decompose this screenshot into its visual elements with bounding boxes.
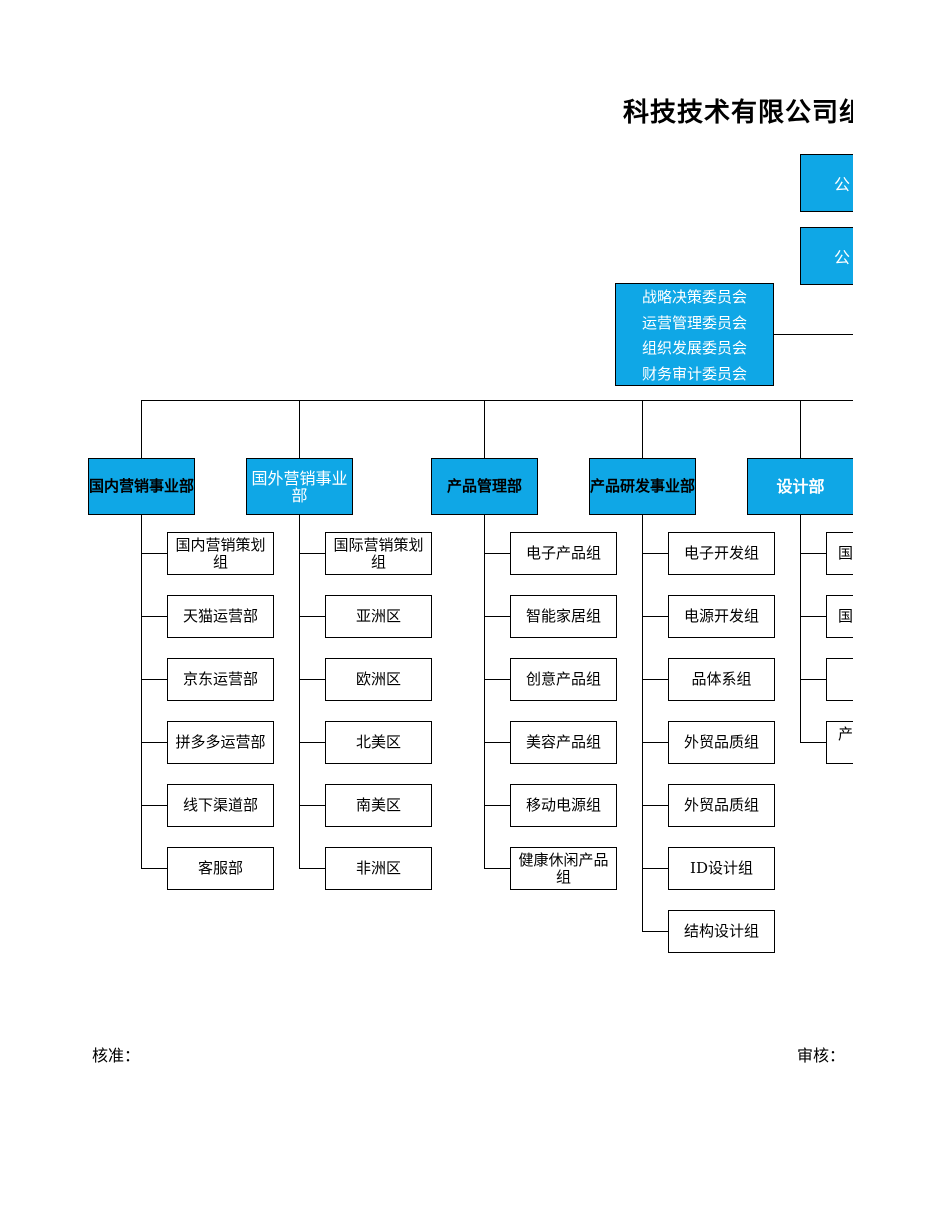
sub-unit[interactable]: 南美区 [325, 784, 432, 827]
trunk-line-dept-4 [642, 515, 643, 931]
drop-line-dept-2 [299, 400, 300, 458]
sub-unit[interactable]: 欧洲区 [325, 658, 432, 701]
branch-line [299, 553, 325, 554]
branch-line [299, 742, 325, 743]
branch-line [141, 553, 167, 554]
branch-line [141, 616, 167, 617]
branch-line [642, 679, 668, 680]
branch-line [484, 679, 510, 680]
branch-line [642, 931, 668, 932]
committee-connector [774, 334, 853, 335]
branch-line [800, 616, 826, 617]
branch-line [642, 553, 668, 554]
branch-line [141, 868, 167, 869]
sub-unit[interactable]: 电子开发组 [668, 532, 775, 575]
branch-line [484, 553, 510, 554]
sub-unit[interactable]: 非洲区 [325, 847, 432, 890]
sub-unit[interactable]: 亚洲区 [325, 595, 432, 638]
trunk-line-dept-1 [141, 515, 142, 868]
sub-unit[interactable]: 产 [826, 721, 853, 764]
branch-line [642, 616, 668, 617]
branch-line [299, 805, 325, 806]
sub-unit[interactable]: 电源开发组 [668, 595, 775, 638]
sub-unit[interactable]: 国际营销策划组 [325, 532, 432, 575]
branch-line [642, 805, 668, 806]
dept-international-marketing[interactable]: 国外营销事业部 [246, 458, 353, 515]
branch-line [141, 679, 167, 680]
sub-unit[interactable]: 京东运营部 [167, 658, 274, 701]
sub-unit[interactable]: 品体系组 [668, 658, 775, 701]
trunk-line-dept-3 [484, 515, 485, 868]
committee-box[interactable]: 战略决策委员会 运营管理委员会 组织发展委员会 财务审计委员会 [615, 283, 774, 386]
branch-line [299, 868, 325, 869]
branch-line [800, 553, 826, 554]
committee-operations: 运营管理委员会 [641, 313, 747, 332]
sub-unit[interactable] [826, 658, 853, 701]
org-chart-viewport: 科技技术有限公司组 公 公 战略决策委员会 运营管理委员会 组织发展委员会 财务… [88, 98, 853, 1065]
sub-unit[interactable]: 国内营销策划组 [167, 532, 274, 575]
department-bus-line [141, 400, 853, 401]
branch-line [484, 868, 510, 869]
sub-unit[interactable]: 国 [826, 595, 853, 638]
sub-unit[interactable]: 外贸品质组 [668, 721, 775, 764]
sub-unit[interactable]: 北美区 [325, 721, 432, 764]
top-box-1[interactable]: 公 [800, 154, 853, 212]
drop-line-dept-1 [141, 400, 142, 458]
sub-unit[interactable]: 外贸品质组 [668, 784, 775, 827]
sub-unit[interactable]: 健康休闲产品组 [510, 847, 617, 890]
approve-label: 核准： [92, 1046, 141, 1065]
drop-line-dept-5 [800, 400, 801, 458]
drop-line-dept-4 [642, 400, 643, 458]
branch-line [642, 868, 668, 869]
branch-line [484, 742, 510, 743]
sub-unit[interactable]: 结构设计组 [668, 910, 775, 953]
branch-line [299, 616, 325, 617]
top-box-2-label: 公 [834, 248, 851, 267]
branch-line [141, 742, 167, 743]
dept-product-rd[interactable]: 产品研发事业部 [589, 458, 696, 515]
trunk-line-dept-2 [299, 515, 300, 868]
branch-line [299, 679, 325, 680]
dept-domestic-marketing[interactable]: 国内营销事业部 [88, 458, 195, 515]
page-title: 科技技术有限公司组 [623, 98, 853, 128]
branch-line [800, 742, 826, 743]
committee-finance-audit: 财务审计委员会 [641, 364, 747, 383]
branch-line [642, 742, 668, 743]
sub-unit[interactable]: 智能家居组 [510, 595, 617, 638]
sub-unit[interactable]: 天猫运营部 [167, 595, 274, 638]
branch-line [484, 805, 510, 806]
sub-unit[interactable]: 国 [826, 532, 853, 575]
drop-line-dept-3 [484, 400, 485, 458]
sub-unit[interactable]: ID设计组 [668, 847, 775, 890]
sub-unit[interactable]: 电子产品组 [510, 532, 617, 575]
top-box-2[interactable]: 公 [800, 227, 853, 285]
branch-line [484, 616, 510, 617]
sub-unit[interactable]: 移动电源组 [510, 784, 617, 827]
dept-design[interactable]: 设计部 [747, 458, 853, 515]
branch-line [141, 805, 167, 806]
sub-unit[interactable]: 客服部 [167, 847, 274, 890]
committee-strategy: 战略决策委员会 [641, 288, 747, 306]
sub-unit[interactable]: 拼多多运营部 [167, 721, 274, 764]
committee-organization: 组织发展委员会 [641, 339, 747, 357]
trunk-line-dept-5 [800, 515, 801, 742]
review-label: 审核： [797, 1046, 846, 1065]
top-box-1-label: 公 [834, 175, 851, 194]
dept-product-management[interactable]: 产品管理部 [431, 458, 538, 515]
sub-unit[interactable]: 美容产品组 [510, 721, 617, 764]
sub-unit[interactable]: 创意产品组 [510, 658, 617, 701]
branch-line [800, 679, 826, 680]
sub-unit[interactable]: 线下渠道部 [167, 784, 274, 827]
